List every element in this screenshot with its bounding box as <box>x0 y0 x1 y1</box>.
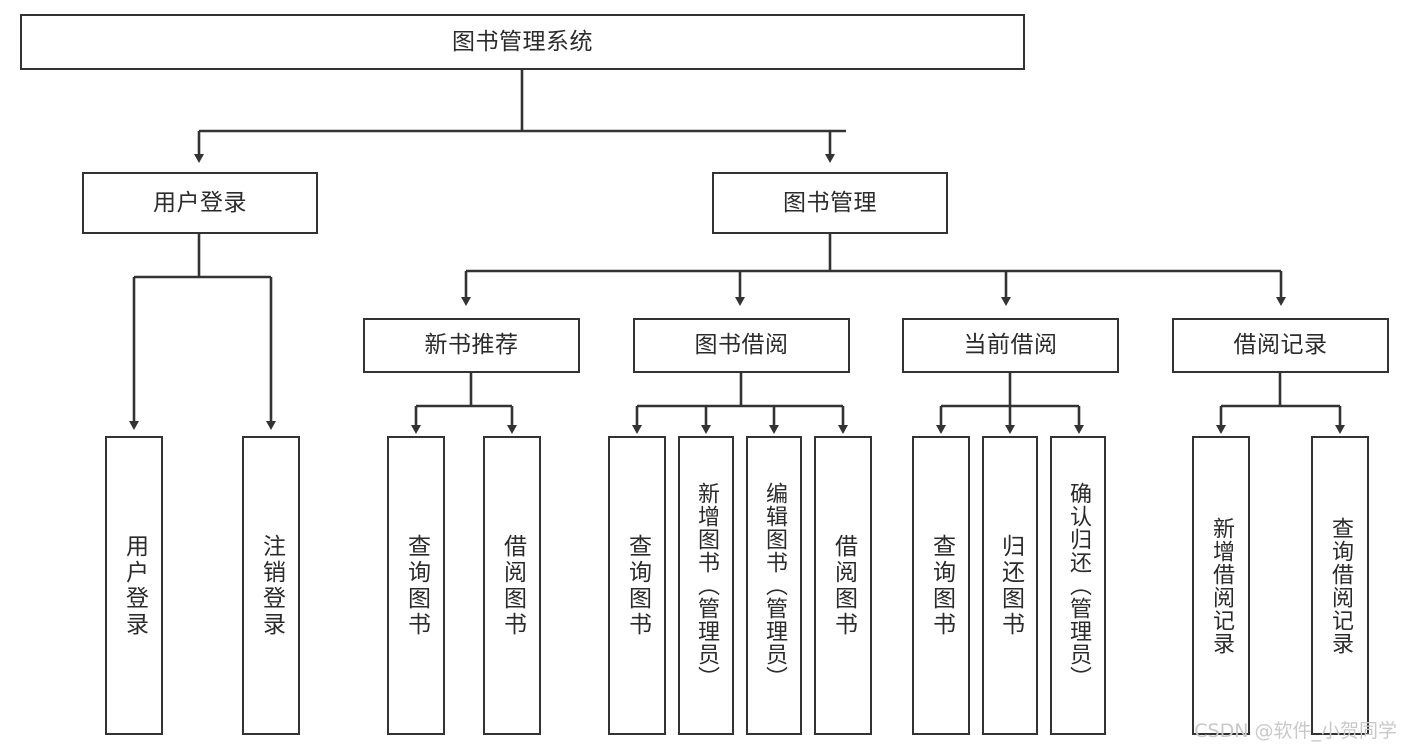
node-leaf-add-book-label: 新增图书（管理员） <box>694 482 719 689</box>
node-new-book-rec[interactable]: 新书推荐 <box>363 318 580 373</box>
node-current-borrow-label: 当前借阅 <box>963 332 1058 359</box>
node-user-login-label: 用户登录 <box>153 189 247 216</box>
csdn-watermark: CSDN @软件_小贺同学 <box>1194 720 1397 742</box>
node-leaf-query-record[interactable]: 查询借阅记录 <box>1311 436 1369 735</box>
node-leaf-borrow-book-1-label: 借阅图书 <box>499 533 526 638</box>
node-leaf-query-book-2-label: 查询图书 <box>624 533 651 638</box>
node-leaf-query-book-2[interactable]: 查询图书 <box>608 436 666 735</box>
node-leaf-user-login-label: 用户登录 <box>121 533 148 638</box>
node-leaf-return-book-label: 归还图书 <box>997 533 1024 638</box>
node-leaf-user-logout-label: 注销登录 <box>258 533 285 638</box>
node-user-login[interactable]: 用户登录 <box>82 172 318 234</box>
node-leaf-borrow-book-2-label: 借阅图书 <box>830 533 857 638</box>
node-borrow-record-label: 借阅记录 <box>1233 332 1328 359</box>
node-book-manage-label: 图书管理 <box>783 189 877 216</box>
node-book-borrow-label: 图书借阅 <box>694 332 789 359</box>
node-current-borrow[interactable]: 当前借阅 <box>902 318 1119 373</box>
node-leaf-user-login[interactable]: 用户登录 <box>105 436 163 735</box>
node-new-book-rec-label: 新书推荐 <box>424 332 519 359</box>
node-root-label: 图书管理系统 <box>452 28 593 55</box>
node-leaf-query-book-3-label: 查询图书 <box>928 533 955 638</box>
node-leaf-query-book-3[interactable]: 查询图书 <box>912 436 970 735</box>
node-leaf-confirm-return-label: 确认归还（管理员） <box>1066 482 1091 689</box>
node-leaf-user-logout[interactable]: 注销登录 <box>242 436 300 735</box>
node-root[interactable]: 图书管理系统 <box>20 14 1025 70</box>
node-leaf-query-record-label: 查询借阅记录 <box>1328 516 1353 655</box>
node-leaf-borrow-book-1[interactable]: 借阅图书 <box>483 436 541 735</box>
node-leaf-query-book-1[interactable]: 查询图书 <box>387 436 445 735</box>
node-borrow-record[interactable]: 借阅记录 <box>1172 318 1389 373</box>
node-leaf-edit-book[interactable]: 编辑图书（管理员） <box>746 436 802 735</box>
node-book-borrow[interactable]: 图书借阅 <box>633 318 850 373</box>
node-leaf-edit-book-label: 编辑图书（管理员） <box>762 482 787 689</box>
node-leaf-confirm-return[interactable]: 确认归还（管理员） <box>1050 436 1106 735</box>
node-leaf-query-book-1-label: 查询图书 <box>403 533 430 638</box>
node-leaf-add-book[interactable]: 新增图书（管理员） <box>678 436 734 735</box>
node-leaf-return-book[interactable]: 归还图书 <box>982 436 1038 735</box>
node-leaf-add-record[interactable]: 新增借阅记录 <box>1192 436 1250 735</box>
node-leaf-borrow-book-2[interactable]: 借阅图书 <box>814 436 872 735</box>
node-book-manage[interactable]: 图书管理 <box>712 172 948 234</box>
node-leaf-add-record-label: 新增借阅记录 <box>1209 516 1234 655</box>
